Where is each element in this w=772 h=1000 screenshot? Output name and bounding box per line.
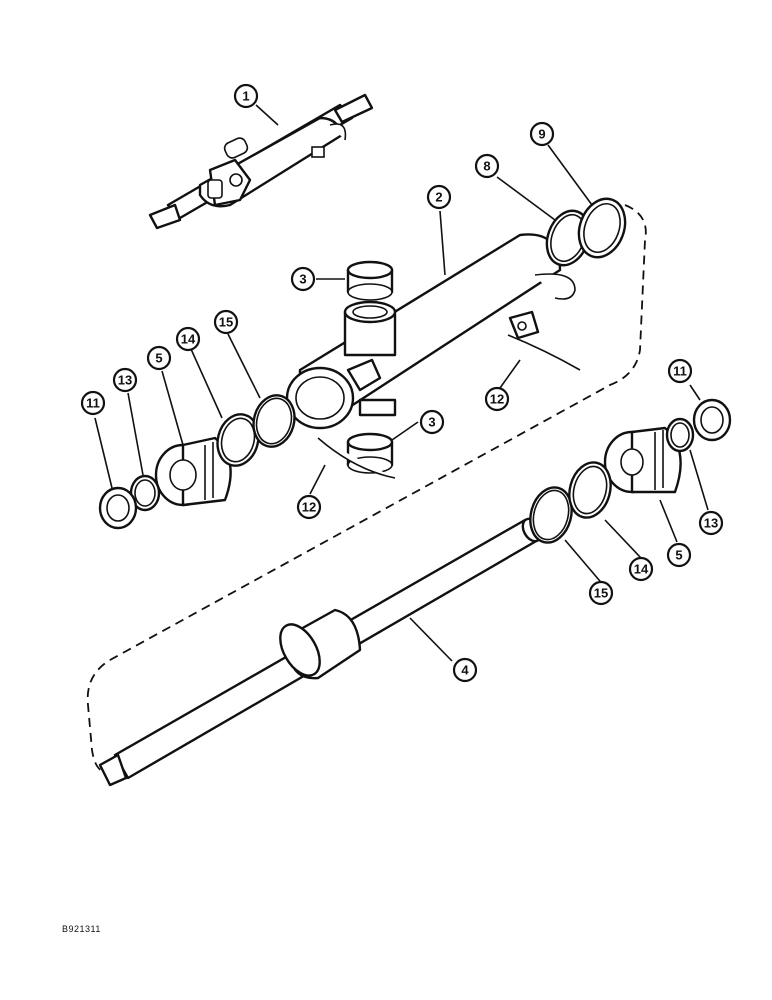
callout-5-right-label: 5 xyxy=(675,548,682,563)
callout-3-lower-label: 3 xyxy=(428,415,435,430)
callout-14-left: 14 xyxy=(175,326,201,352)
callout-15-right-label: 15 xyxy=(594,586,608,601)
callout-3-upper: 3 xyxy=(290,266,316,292)
part-2-cylinder-barrel xyxy=(285,233,576,430)
callout-11-right-label: 11 xyxy=(673,364,687,379)
part-1-cylinder-assembly xyxy=(148,93,374,230)
part-11-wiper-right xyxy=(692,398,732,442)
part-3-bushing-upper xyxy=(346,260,394,301)
callout-9-label: 9 xyxy=(538,127,545,142)
part-13-ring-left xyxy=(129,474,161,512)
callout-12-lower-label: 12 xyxy=(302,500,316,515)
callout-11-right: 11 xyxy=(667,358,693,384)
callout-8: 8 xyxy=(474,153,500,179)
callout-1-label: 1 xyxy=(242,89,249,104)
leader-lines xyxy=(94,104,709,662)
callout-13-left-label: 13 xyxy=(118,373,132,388)
part-12-wire-upper xyxy=(507,334,581,371)
callout-12-upper-label: 12 xyxy=(490,392,504,407)
callout-1: 1 xyxy=(233,83,259,109)
callout-15-right: 15 xyxy=(588,580,614,606)
callout-13-right-label: 13 xyxy=(704,516,718,531)
callout-4: 4 xyxy=(452,657,478,683)
part-14-seal-right xyxy=(568,461,612,519)
callout-8-label: 8 xyxy=(483,159,490,174)
callout-14-right: 14 xyxy=(628,556,654,582)
callout-5-left-label: 5 xyxy=(155,351,162,366)
callout-5-left: 5 xyxy=(146,345,172,371)
callout-3-lower: 3 xyxy=(419,409,445,435)
callout-14-left-label: 14 xyxy=(181,332,196,347)
callout-13-left: 13 xyxy=(112,367,138,393)
callout-2-label: 2 xyxy=(435,190,442,205)
part-15-oring-right xyxy=(529,486,573,544)
callout-13-right: 13 xyxy=(698,510,724,536)
part-11-wiper-left xyxy=(98,486,138,530)
callout-11-left-label: 11 xyxy=(86,396,100,411)
callout-2: 2 xyxy=(426,184,452,210)
part-14-seal-left xyxy=(216,413,260,467)
part-12-wire-lower xyxy=(317,437,396,479)
part-13-ring-right xyxy=(665,417,695,453)
part-15-oring-left xyxy=(252,394,296,448)
callout-14-right-label: 14 xyxy=(634,562,649,577)
callout-15-left: 15 xyxy=(213,309,239,335)
callout-15-left-label: 15 xyxy=(219,315,233,330)
callout-3-upper-label: 3 xyxy=(299,272,306,287)
assembly-boundary-dashed-line xyxy=(86,204,647,773)
callout-5-right: 5 xyxy=(666,542,692,568)
callout-12-upper: 12 xyxy=(484,386,510,412)
drawing-id-label: B921311 xyxy=(62,924,101,934)
part-9-ring xyxy=(577,197,627,259)
part-5-gland-right xyxy=(603,426,682,494)
callout-4-label: 4 xyxy=(461,663,469,678)
callout-11-left: 11 xyxy=(80,390,106,416)
callout-9: 9 xyxy=(529,121,555,147)
callout-12-lower: 12 xyxy=(296,494,322,520)
part-4-piston-rod xyxy=(98,517,543,787)
